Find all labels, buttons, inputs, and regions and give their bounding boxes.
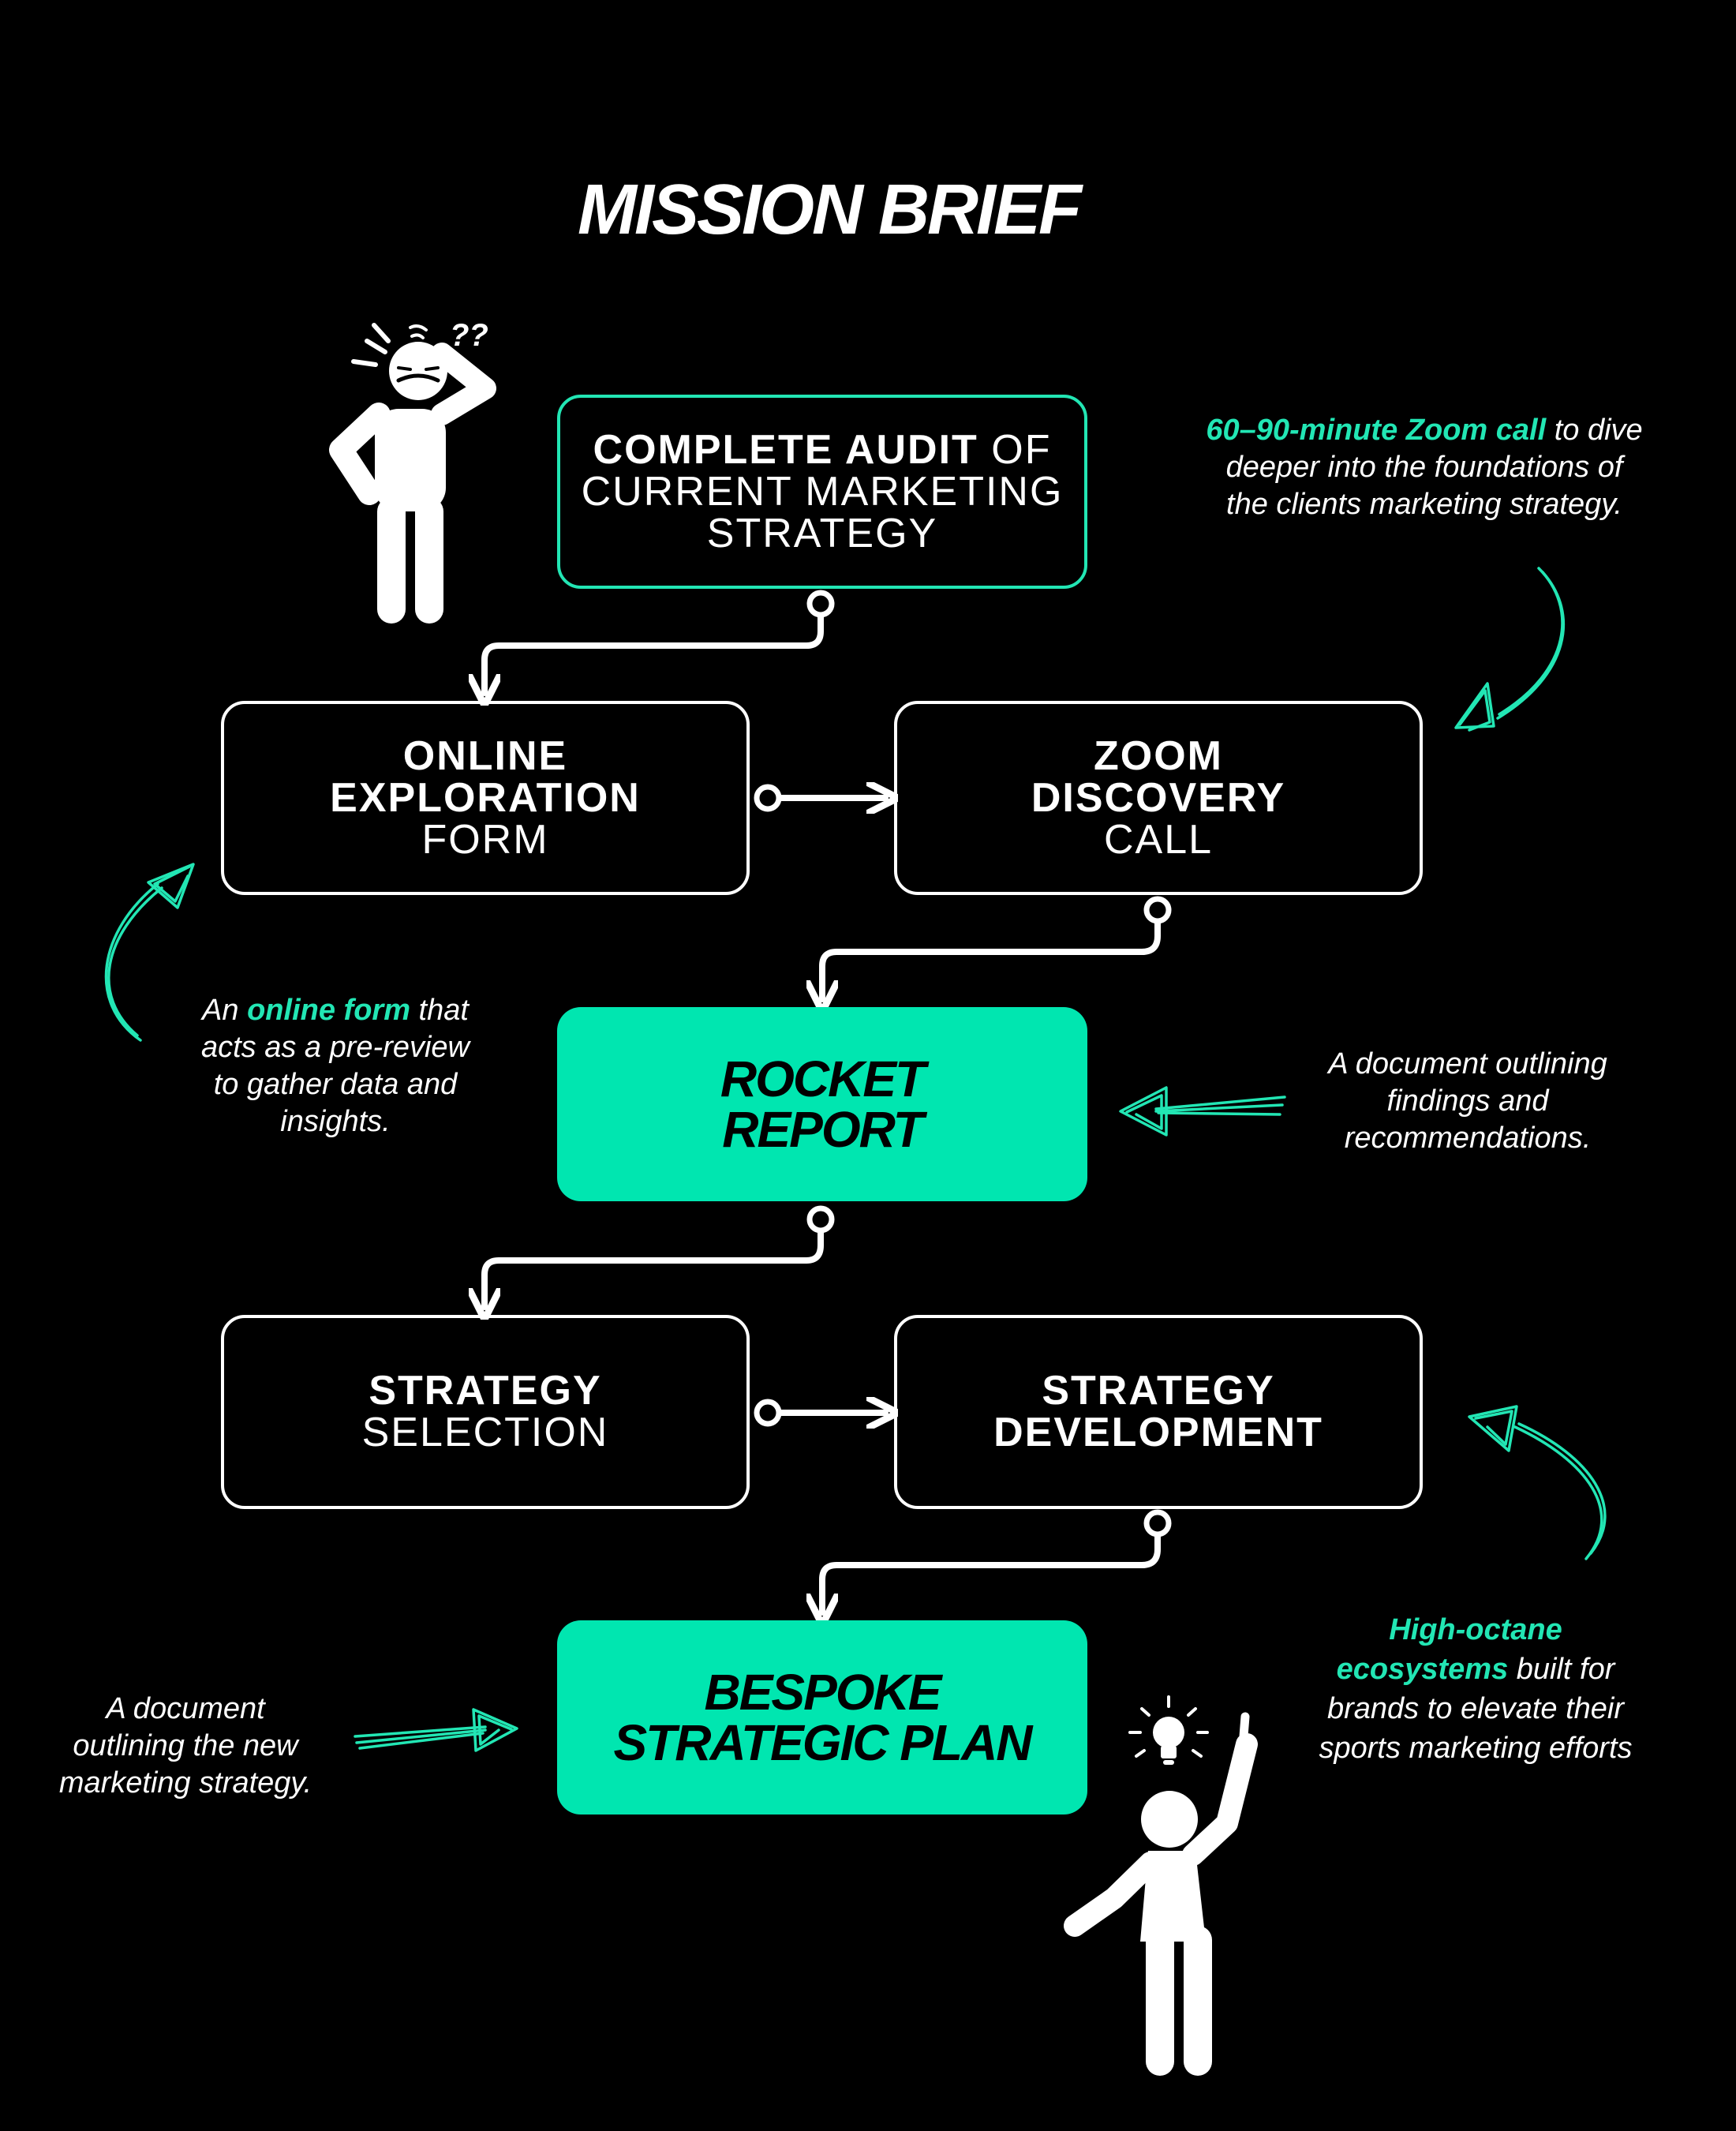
- note-zoom-call: 60–90-minute Zoom call to dive deeper in…: [1206, 414, 1643, 521]
- connector-dot: [754, 1399, 782, 1427]
- sketch-arrow-icon: [1119, 1086, 1286, 1137]
- connector-audit-to-form: [485, 612, 824, 693]
- note-rocket-report: A document outlining findings and recomm…: [1328, 1047, 1607, 1155]
- node-bespoke-strategic-plan: BESPOKE STRATEGIC PLAN: [557, 1620, 1087, 1815]
- connector-dot: [806, 590, 835, 618]
- node-rocket-report: ROCKET REPORT: [557, 1007, 1087, 1201]
- node-strategy-selection: STRATEGY SELECTION: [221, 1315, 750, 1509]
- lightbulb-icon: [1128, 1695, 1209, 1765]
- node-complete-audit: COMPLETE AUDIT OF CURRENT MARKETING STRA…: [557, 395, 1087, 589]
- svg-text:??: ??: [450, 318, 488, 353]
- note-bespoke-plan: A document outlining the new marketing s…: [58, 1692, 312, 1800]
- sketch-arrow-icon: [354, 1708, 518, 1752]
- node-zoom-discovery-call: ZOOM DISCOVERY CALL: [894, 701, 1423, 895]
- confused-person-icon: ??: [329, 318, 496, 624]
- connector-development-to-plan: [822, 1532, 1161, 1612]
- sketch-arrow-icon: [104, 863, 195, 1042]
- idea-person-icon: [1064, 1712, 1258, 2076]
- connector-dot: [1143, 896, 1172, 924]
- sketch-arrow-icon: [1468, 1405, 1607, 1560]
- connector-dot: [754, 784, 782, 812]
- node-strategy-development: STRATEGY DEVELOPMENT: [894, 1315, 1423, 1509]
- node-online-exploration-form: ONLINE EXPLORATION FORM: [221, 701, 750, 895]
- sketch-arrow-icon: [1454, 567, 1566, 732]
- connector-zoom-to-rocket: [822, 919, 1161, 999]
- page-title: MISSION BRIEF: [577, 170, 1082, 249]
- note-online-form: An online form that acts as a pre-review…: [200, 994, 470, 1138]
- connector-dot: [806, 1205, 835, 1234]
- connector-rocket-to-selection: [485, 1228, 824, 1307]
- note-ecosystems: High-octane ecosystems built for brands …: [1319, 1613, 1633, 1765]
- connector-dot: [1143, 1509, 1172, 1537]
